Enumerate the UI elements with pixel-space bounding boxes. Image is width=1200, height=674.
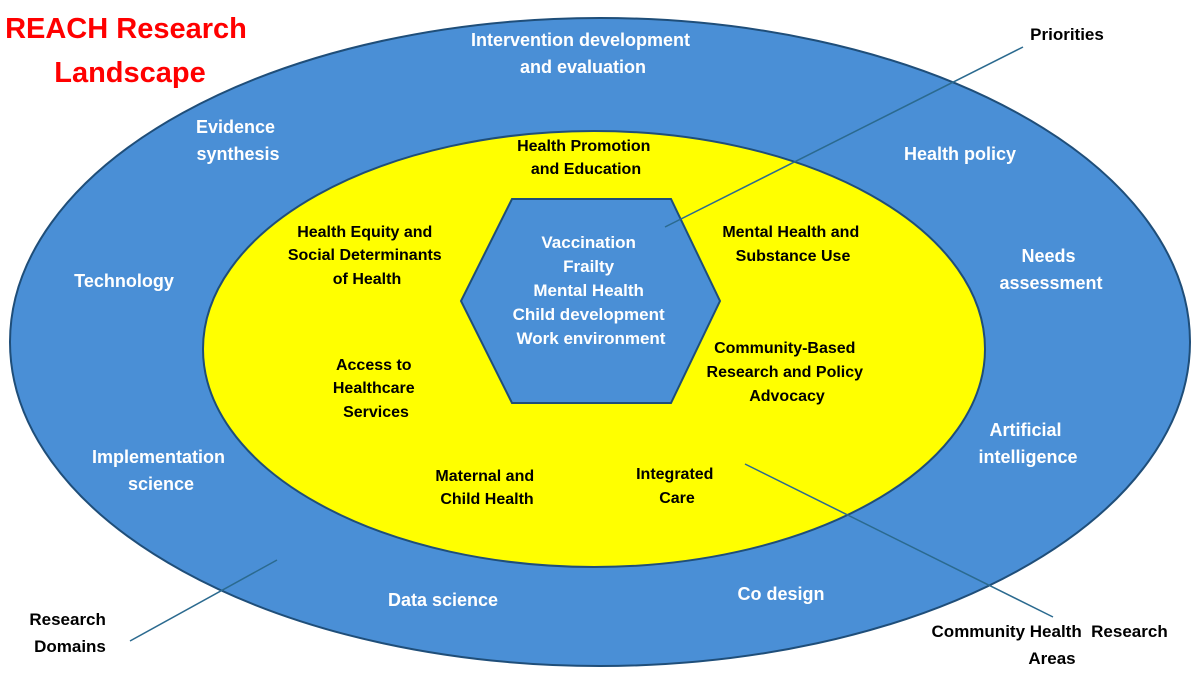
area-mental-health-substance-use: Mental Health and Substance Use: [722, 224, 863, 265]
domain-intervention-development: Intervention development and evaluation: [471, 30, 695, 77]
area-access-to-healthcare: Access to Healthcare Services: [333, 357, 419, 421]
priorities-leader-line: [664, 46, 1024, 228]
domain-technology: Technology: [74, 271, 174, 291]
domain-co-design: Co design: [737, 584, 824, 604]
domain-artificial-intelligence: Artificial intelligence: [978, 420, 1077, 467]
domain-health-policy: Health policy: [904, 144, 1016, 164]
domain-data-science: Data science: [388, 590, 498, 610]
callout-research-domains: Research Domains: [29, 610, 110, 656]
domain-implementation-science: Implementation science: [92, 447, 230, 494]
area-maternal-child-health: Maternal and Child Health: [435, 468, 538, 508]
domain-needs-assessment: Needs assessment: [999, 246, 1102, 293]
area-community-based-research: Community-Based Research and Policy Advo…: [707, 340, 868, 405]
area-health-equity: Health Equity and Social Determinants of…: [288, 224, 446, 288]
callout-community-health-research-areas: Community Health Research Areas: [932, 622, 1173, 668]
community-areas-leader-line: [744, 463, 1054, 618]
research-domains-leader-line: [129, 559, 278, 642]
area-integrated-care: Integrated Care: [636, 466, 718, 507]
diagram-title: REACH Research Landscape: [5, 13, 255, 89]
priorities-list: Vaccination Frailty Mental Health Child …: [513, 233, 670, 348]
callout-priorities: Priorities: [1030, 25, 1104, 44]
area-health-promotion: Health Promotion and Education: [517, 138, 655, 178]
domain-evidence-synthesis: Evidence synthesis: [196, 117, 280, 164]
priorities-hexagon: [459, 198, 722, 404]
